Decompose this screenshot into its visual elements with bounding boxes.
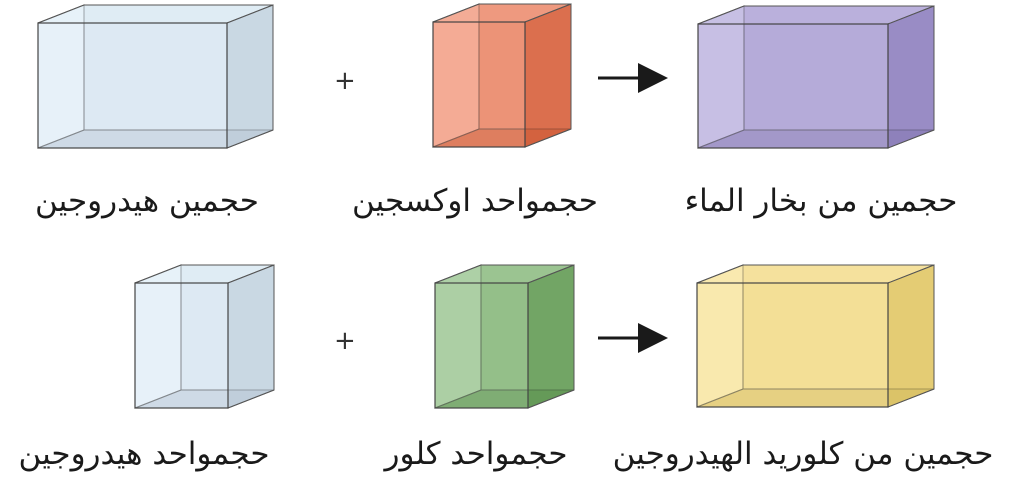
box-front-face bbox=[434, 282, 529, 409]
box-front-face bbox=[697, 23, 889, 149]
label-oxygen-one-volume: حجمواحد اوكسجين bbox=[352, 183, 598, 219]
label-hydrogen-one-volume: حجمواحد هيدروجين bbox=[18, 436, 270, 472]
oxygen-one-volume-box bbox=[432, 3, 572, 148]
plus-sign-1: + bbox=[334, 66, 356, 96]
box-front-face bbox=[432, 21, 526, 148]
row-2 bbox=[134, 264, 935, 409]
box-right-face bbox=[524, 3, 572, 148]
water-vapor-two-volumes-box bbox=[697, 5, 935, 149]
box-right-face bbox=[887, 5, 935, 149]
label-chlorine-one-volume: حجمواحد كلور bbox=[384, 436, 568, 472]
plus-sign-2: + bbox=[334, 326, 356, 356]
row-1 bbox=[37, 3, 935, 149]
label-hydrogen-chloride-two-volumes: حجمين من كلوريد الهيدروجين bbox=[612, 436, 994, 472]
chlorine-one-volume-box bbox=[434, 264, 575, 409]
box-front-face bbox=[37, 22, 228, 149]
box-front-face bbox=[134, 282, 229, 409]
hydrogen-one-volume-box bbox=[134, 264, 275, 409]
hydrogen-chloride-two-volumes-box bbox=[696, 264, 935, 408]
box-right-face bbox=[527, 264, 575, 409]
box-front-face bbox=[696, 282, 889, 408]
label-water-vapor-two-volumes: حجمين من بخار الماء bbox=[684, 183, 958, 219]
box-right-face bbox=[226, 4, 274, 149]
hydrogen-two-volumes-box bbox=[37, 4, 274, 149]
box-right-face bbox=[227, 264, 275, 409]
label-hydrogen-two-volumes: حجمين هيدروجين bbox=[35, 183, 259, 219]
box-right-face bbox=[887, 264, 935, 408]
